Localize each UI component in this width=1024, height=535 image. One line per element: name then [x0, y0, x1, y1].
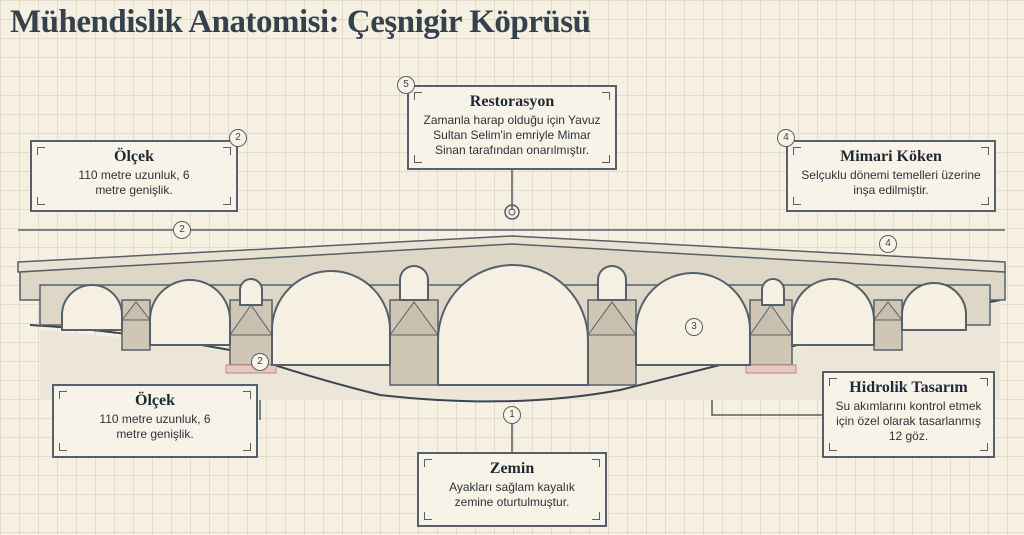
- callout-text: Ayakları sağlam kayalık zemine oturtulmu…: [449, 480, 575, 509]
- target-icon: [504, 204, 520, 220]
- parapet: [17, 235, 1006, 273]
- cutwaters: [120, 301, 904, 336]
- callout-title: Zemin: [489, 460, 535, 477]
- callout-text: Zamanla harap olduğu için Yavuz Sultan S…: [423, 113, 601, 157]
- water: [40, 300, 1000, 400]
- callout-olcek-bottom: Ölçek 110 metre uzunluk, 6 metre genişli…: [52, 384, 258, 458]
- callout-title: Ölçek: [135, 392, 175, 409]
- arches: [61, 264, 967, 386]
- callout-zemin: Zemin Ayakları sağlam kayalık zemine otu…: [417, 452, 607, 527]
- width-marker-badge: 4: [879, 235, 897, 253]
- callout-text: Su akımlarını kontrol etmek için özel ol…: [835, 399, 982, 443]
- foundations: [225, 364, 797, 374]
- callout-text: 110 metre uzunluk, 6 metre genişlik.: [78, 168, 190, 197]
- callout-mimari-koken: Mimari Köken Selçuklu dönemi temelleri ü…: [786, 140, 996, 212]
- callout-number-badge: 2: [229, 129, 247, 147]
- callout-number-badge: 3: [685, 318, 703, 336]
- callout-title: Mimari Köken: [840, 148, 942, 165]
- callout-number-badge: 1: [503, 406, 521, 424]
- callout-title: Ölçek: [114, 148, 154, 165]
- callout-hidrolik-tasarim: Hidrolik Tasarım Su akımlarını kontrol e…: [822, 371, 995, 458]
- length-marker-badge: 2: [173, 221, 191, 239]
- callout-restorasyon: Restorasyon Zamanla harap olduğu için Ya…: [407, 85, 617, 170]
- callout-title: Hidrolik Tasarım: [849, 379, 968, 396]
- callout-number-badge: 2: [251, 353, 269, 371]
- callout-text: Selçuklu dönemi temelleri üzerine inşa e…: [801, 168, 981, 197]
- callout-number-badge: 5: [397, 76, 415, 94]
- callout-title: Restorasyon: [469, 93, 555, 110]
- callout-text: 110 metre uzunluk, 6 metre genişlik.: [99, 412, 211, 441]
- callout-number-badge: 4: [777, 129, 795, 147]
- callout-olcek-top: Ölçek 110 metre uzunluk, 6 metre genişli…: [30, 140, 238, 212]
- page-title: Mühendislik Anatomisi: Çeşnigir Köprüsü: [10, 4, 591, 40]
